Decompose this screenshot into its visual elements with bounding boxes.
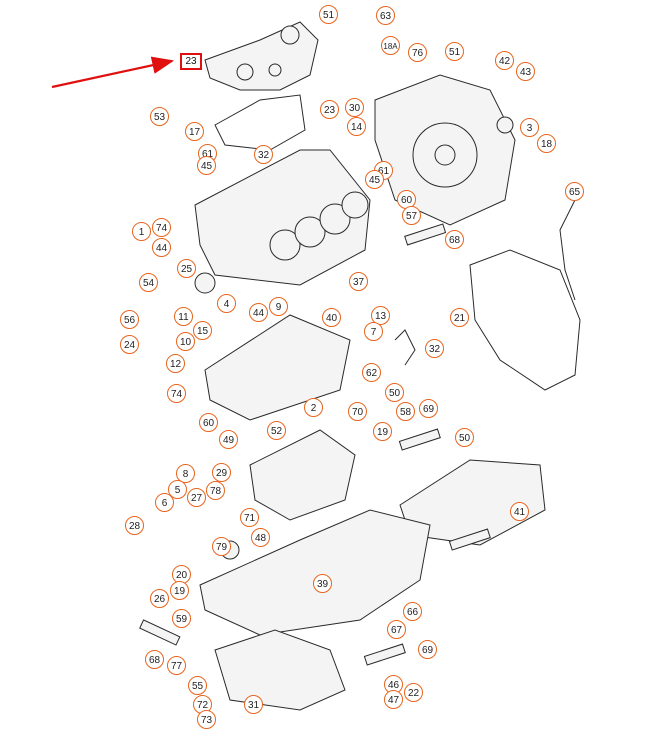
part-callout-22[interactable]: 22 (404, 683, 423, 702)
oil-baffle (249, 429, 356, 521)
part-callout-40[interactable]: 40 (322, 308, 341, 327)
part-callout-49[interactable]: 49 (219, 430, 238, 449)
part-callout-73[interactable]: 73 (197, 710, 216, 729)
part-callout-44[interactable]: 44 (152, 238, 171, 257)
part-callout-15[interactable]: 15 (193, 321, 212, 340)
part-callout-39[interactable]: 39 (313, 574, 332, 593)
part-callout-69[interactable]: 69 (418, 640, 437, 659)
timing-cover-plate (204, 21, 319, 91)
hose (394, 329, 416, 366)
part-callout-43[interactable]: 43 (516, 62, 535, 81)
part-callout-9[interactable]: 9 (269, 297, 288, 316)
part-callout-45[interactable]: 45 (197, 156, 216, 175)
part-callout-30[interactable]: 30 (345, 98, 364, 117)
part-callout-76[interactable]: 76 (408, 43, 427, 62)
part-callout-29[interactable]: 29 (212, 463, 231, 482)
bearing-ladder (204, 314, 351, 421)
red-pointer-arrow (51, 56, 175, 89)
part-callout-55[interactable]: 55 (188, 676, 207, 695)
drawing-linework (139, 21, 581, 711)
part-callout-74[interactable]: 74 (152, 218, 171, 237)
wiring-harness (559, 199, 576, 301)
upper-oil-pan (199, 509, 431, 636)
part-callout-18A[interactable]: 18A (381, 36, 400, 55)
part-callout-19[interactable]: 19 (373, 422, 392, 441)
part-callout-56[interactable]: 56 (120, 310, 139, 329)
part-callout-70[interactable]: 70 (348, 402, 367, 421)
part-callout-65[interactable]: 65 (565, 182, 584, 201)
part-callout-46[interactable]: 46 (384, 675, 403, 694)
part-callout-6[interactable]: 6 (155, 493, 174, 512)
part-callout-31[interactable]: 31 (244, 695, 263, 714)
part-callout-44[interactable]: 44 (249, 303, 268, 322)
part-callout-58[interactable]: 58 (396, 402, 415, 421)
part-callout-32[interactable]: 32 (254, 145, 273, 164)
part-callout-17[interactable]: 17 (185, 122, 204, 141)
gasket (214, 94, 306, 151)
part-callout-12[interactable]: 12 (166, 354, 185, 373)
part-callout-50[interactable]: 50 (455, 428, 474, 447)
part-callout-51[interactable]: 51 (319, 5, 338, 24)
part-callout-27[interactable]: 27 (187, 488, 206, 507)
part-callout-7[interactable]: 7 (364, 322, 383, 341)
engine-block (194, 149, 371, 286)
part-callout-26[interactable]: 26 (150, 589, 169, 608)
part-callout-52[interactable]: 52 (267, 421, 286, 440)
part-callout-68[interactable]: 68 (145, 650, 164, 669)
part-callout-67[interactable]: 67 (387, 620, 406, 639)
part-callout-4[interactable]: 4 (217, 294, 236, 313)
part-callout-11[interactable]: 11 (174, 307, 193, 326)
part-callout-19[interactable]: 19 (170, 581, 189, 600)
part-callout-8[interactable]: 8 (176, 464, 195, 483)
part-callout-24[interactable]: 24 (120, 335, 139, 354)
part-callout-51[interactable]: 51 (445, 42, 464, 61)
part-callout-60[interactable]: 60 (199, 413, 218, 432)
part-callout-41[interactable]: 41 (510, 502, 529, 521)
part-callout-18[interactable]: 18 (537, 134, 556, 153)
part-callout-53[interactable]: 53 (150, 107, 169, 126)
part-callout-2[interactable]: 2 (304, 398, 323, 417)
part-callout-50[interactable]: 50 (385, 383, 404, 402)
part-callout-1[interactable]: 1 (132, 222, 151, 241)
part-callout-68[interactable]: 68 (445, 230, 464, 249)
lower-oil-sump (214, 629, 346, 711)
highlighted-callout[interactable]: 23 (180, 53, 202, 70)
part-callout-59[interactable]: 59 (172, 609, 191, 628)
part-callout-57[interactable]: 57 (402, 206, 421, 225)
part-callout-45[interactable]: 45 (365, 170, 384, 189)
part-callout-25[interactable]: 25 (177, 259, 196, 278)
part-callout-28[interactable]: 28 (125, 516, 144, 535)
part-callout-74[interactable]: 74 (167, 384, 186, 403)
part-callout-21[interactable]: 21 (450, 308, 469, 327)
part-callout-42[interactable]: 42 (495, 51, 514, 70)
part-callout-69[interactable]: 69 (419, 399, 438, 418)
part-callout-77[interactable]: 77 (167, 656, 186, 675)
part-callout-71[interactable]: 71 (240, 508, 259, 527)
part-callout-66[interactable]: 66 (403, 602, 422, 621)
part-callout-10[interactable]: 10 (176, 332, 195, 351)
part-callout-54[interactable]: 54 (139, 273, 158, 292)
part-callout-23[interactable]: 23 (320, 100, 339, 119)
part-callout-78[interactable]: 78 (206, 481, 225, 500)
part-callout-47[interactable]: 47 (384, 690, 403, 709)
part-callout-48[interactable]: 48 (251, 528, 270, 547)
part-callout-3[interactable]: 3 (520, 118, 539, 137)
part-callout-62[interactable]: 62 (362, 363, 381, 382)
part-callout-37[interactable]: 37 (349, 272, 368, 291)
large-gasket (469, 249, 581, 391)
part-callout-32[interactable]: 32 (425, 339, 444, 358)
part-callout-5[interactable]: 5 (168, 480, 187, 499)
part-callout-63[interactable]: 63 (376, 6, 395, 25)
part-callout-14[interactable]: 14 (347, 117, 366, 136)
part-callout-79[interactable]: 79 (212, 537, 231, 556)
